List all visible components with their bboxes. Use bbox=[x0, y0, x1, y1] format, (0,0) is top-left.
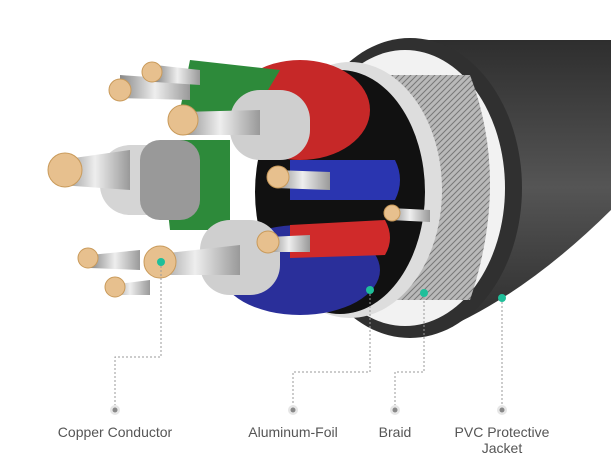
marker-dots bbox=[157, 258, 506, 302]
label-pvc-jacket: PVC Protective Jacket bbox=[442, 424, 562, 456]
label-pvc-jacket-line1: PVC Protective bbox=[454, 424, 550, 440]
label-pvc-jacket-line2: Jacket bbox=[481, 440, 523, 456]
leader-copper bbox=[114, 262, 162, 408]
inner-wires bbox=[60, 60, 430, 315]
label-dots bbox=[110, 405, 507, 415]
leader-lines bbox=[114, 262, 503, 408]
label-copper-conductor: Copper Conductor bbox=[57, 424, 173, 440]
label-braid: Braid bbox=[378, 424, 412, 440]
marker-foil bbox=[366, 286, 374, 294]
marker-copper bbox=[157, 258, 165, 266]
marker-jacket bbox=[498, 294, 506, 302]
copper-conductors bbox=[47, 61, 401, 298]
label-aluminum-foil: Aluminum-Foil bbox=[248, 424, 338, 440]
leader-foil bbox=[292, 290, 371, 408]
leader-braid bbox=[394, 293, 425, 408]
marker-braid bbox=[420, 289, 428, 297]
